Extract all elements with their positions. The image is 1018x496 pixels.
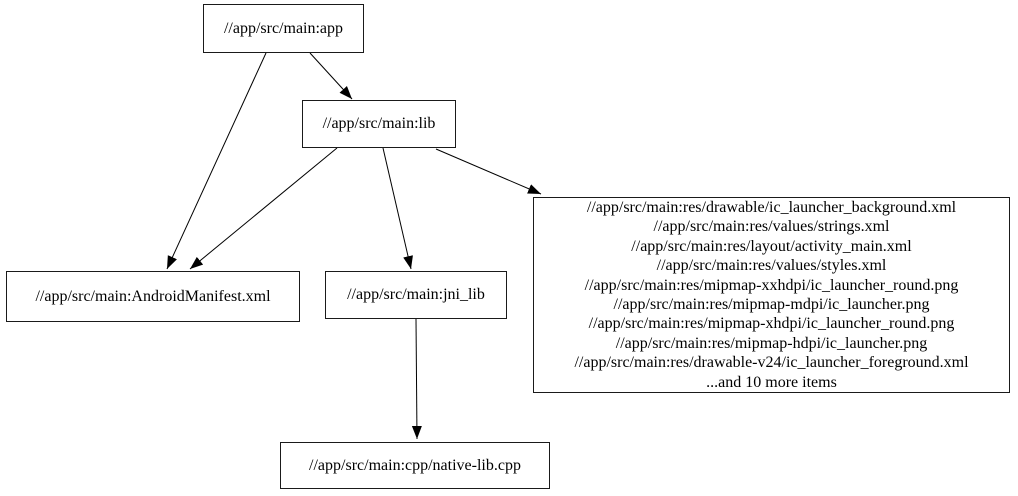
edge-jni-lib-to-native-lib <box>411 318 422 440</box>
edge-lib-to-android-manifest <box>189 147 338 270</box>
node-jni-lib-label: //app/src/main:jni_lib <box>347 286 485 303</box>
resources-line: //app/src/main:res/values/strings.xml <box>653 218 890 236</box>
graph-node-jni-lib: //app/src/main:jni_lib <box>325 271 507 319</box>
graph-node-android-manifest: //app/src/main:AndroidManifest.xml <box>6 271 300 322</box>
edge-app-to-android-manifest <box>166 52 267 270</box>
graph-node-native-lib: //app/src/main:cpp/native-lib.cpp <box>280 442 550 489</box>
graph-node-lib: //app/src/main:lib <box>302 100 456 148</box>
resources-line: //app/src/main:res/mipmap-hdpi/ic_launch… <box>615 334 928 352</box>
resources-line: //app/src/main:res/drawable/ic_launcher_… <box>586 198 957 216</box>
resources-line: //app/src/main:res/values/styles.xml <box>656 257 887 275</box>
graph-node-resources-group: //app/src/main:res/drawable/ic_launcher_… <box>533 197 1010 393</box>
node-native-lib-label: //app/src/main:cpp/native-lib.cpp <box>309 456 521 474</box>
resources-line: //app/src/main:res/mipmap-xhdpi/ic_launc… <box>588 315 955 333</box>
edge-lib-to-jni-lib <box>382 147 413 270</box>
edge-lib-to-resources-group <box>435 148 542 195</box>
node-lib-label: //app/src/main:lib <box>322 115 436 132</box>
edge-app-to-lib <box>309 52 353 100</box>
resources-line: //app/src/main:res/drawable-v24/ic_launc… <box>574 354 969 372</box>
node-android-manifest-label: //app/src/main:AndroidManifest.xml <box>35 287 271 305</box>
node-app-label: //app/src/main:app <box>223 19 344 37</box>
resources-line: //app/src/main:res/mipmap-xxhdpi/ic_laun… <box>584 276 959 294</box>
resources-line: //app/src/main:res/mipmap-mdpi/ic_launch… <box>613 296 930 313</box>
graph-node-app: //app/src/main:app <box>203 4 364 53</box>
resources-line: //app/src/main:res/layout/activity_main.… <box>631 237 912 255</box>
resources-more-items-line: ...and 10 more items <box>706 373 837 391</box>
